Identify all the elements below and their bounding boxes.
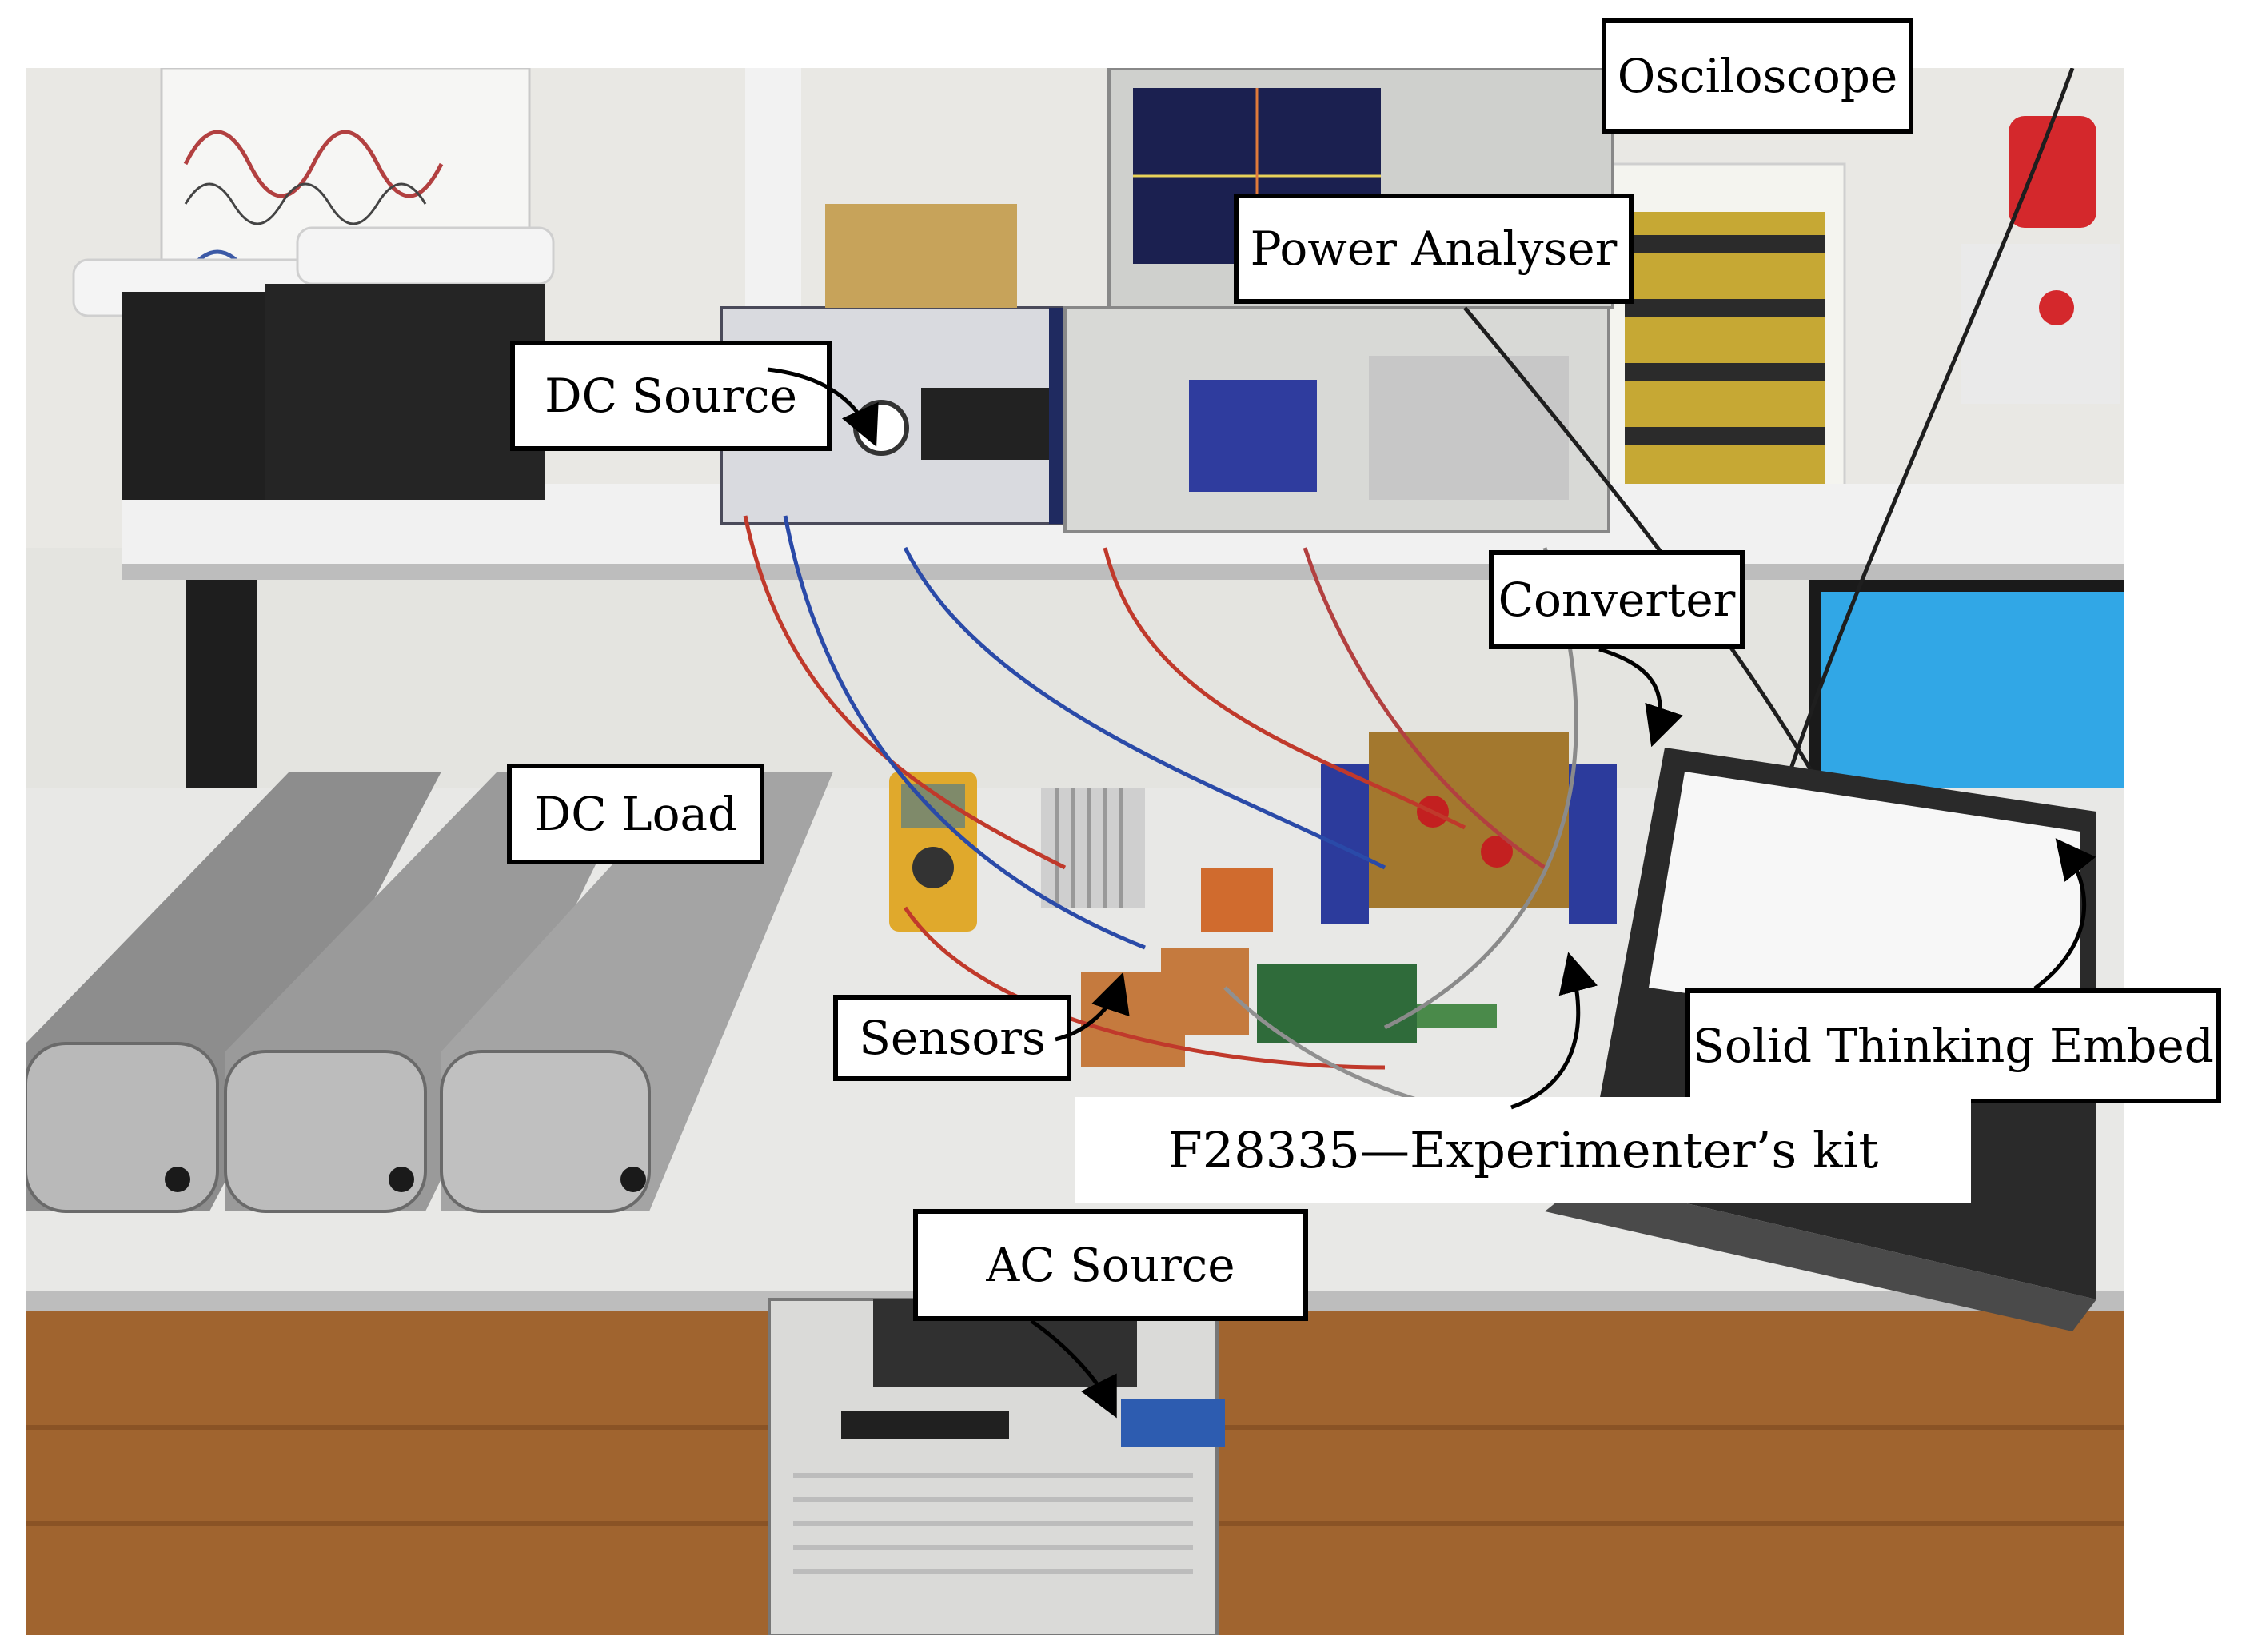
multimeter — [889, 772, 977, 932]
converter-board — [1321, 732, 1617, 924]
f28335-kit-board — [1257, 964, 1497, 1043]
ac-source-device — [768, 1298, 1225, 1635]
dc-load-resistors — [26, 772, 833, 1213]
label-ac-source: AC Source — [913, 1209, 1308, 1321]
wall-poster-right — [1603, 162, 1846, 509]
label-dc-source: DC Source — [510, 341, 832, 451]
power-analyser-device — [1063, 306, 1610, 533]
label-power-analyser: Power Analyser — [1234, 194, 1634, 304]
label-f28335-kit: F28335—Experimenter’s kit — [1075, 1097, 1971, 1203]
routers — [72, 226, 555, 500]
label-dc-load: DC Load — [507, 764, 764, 864]
label-sensors: Sensors — [833, 995, 1071, 1081]
lab-setup-photo — [26, 68, 2124, 1635]
label-solid-thinking-embed: Solid Thinking Embed — [1685, 988, 2221, 1103]
label-converter: Converter — [1489, 550, 1745, 649]
label-osciloscope: Osciloscope — [1602, 18, 1913, 134]
heatsink — [1041, 788, 1145, 908]
red-socket — [1961, 116, 2120, 404]
